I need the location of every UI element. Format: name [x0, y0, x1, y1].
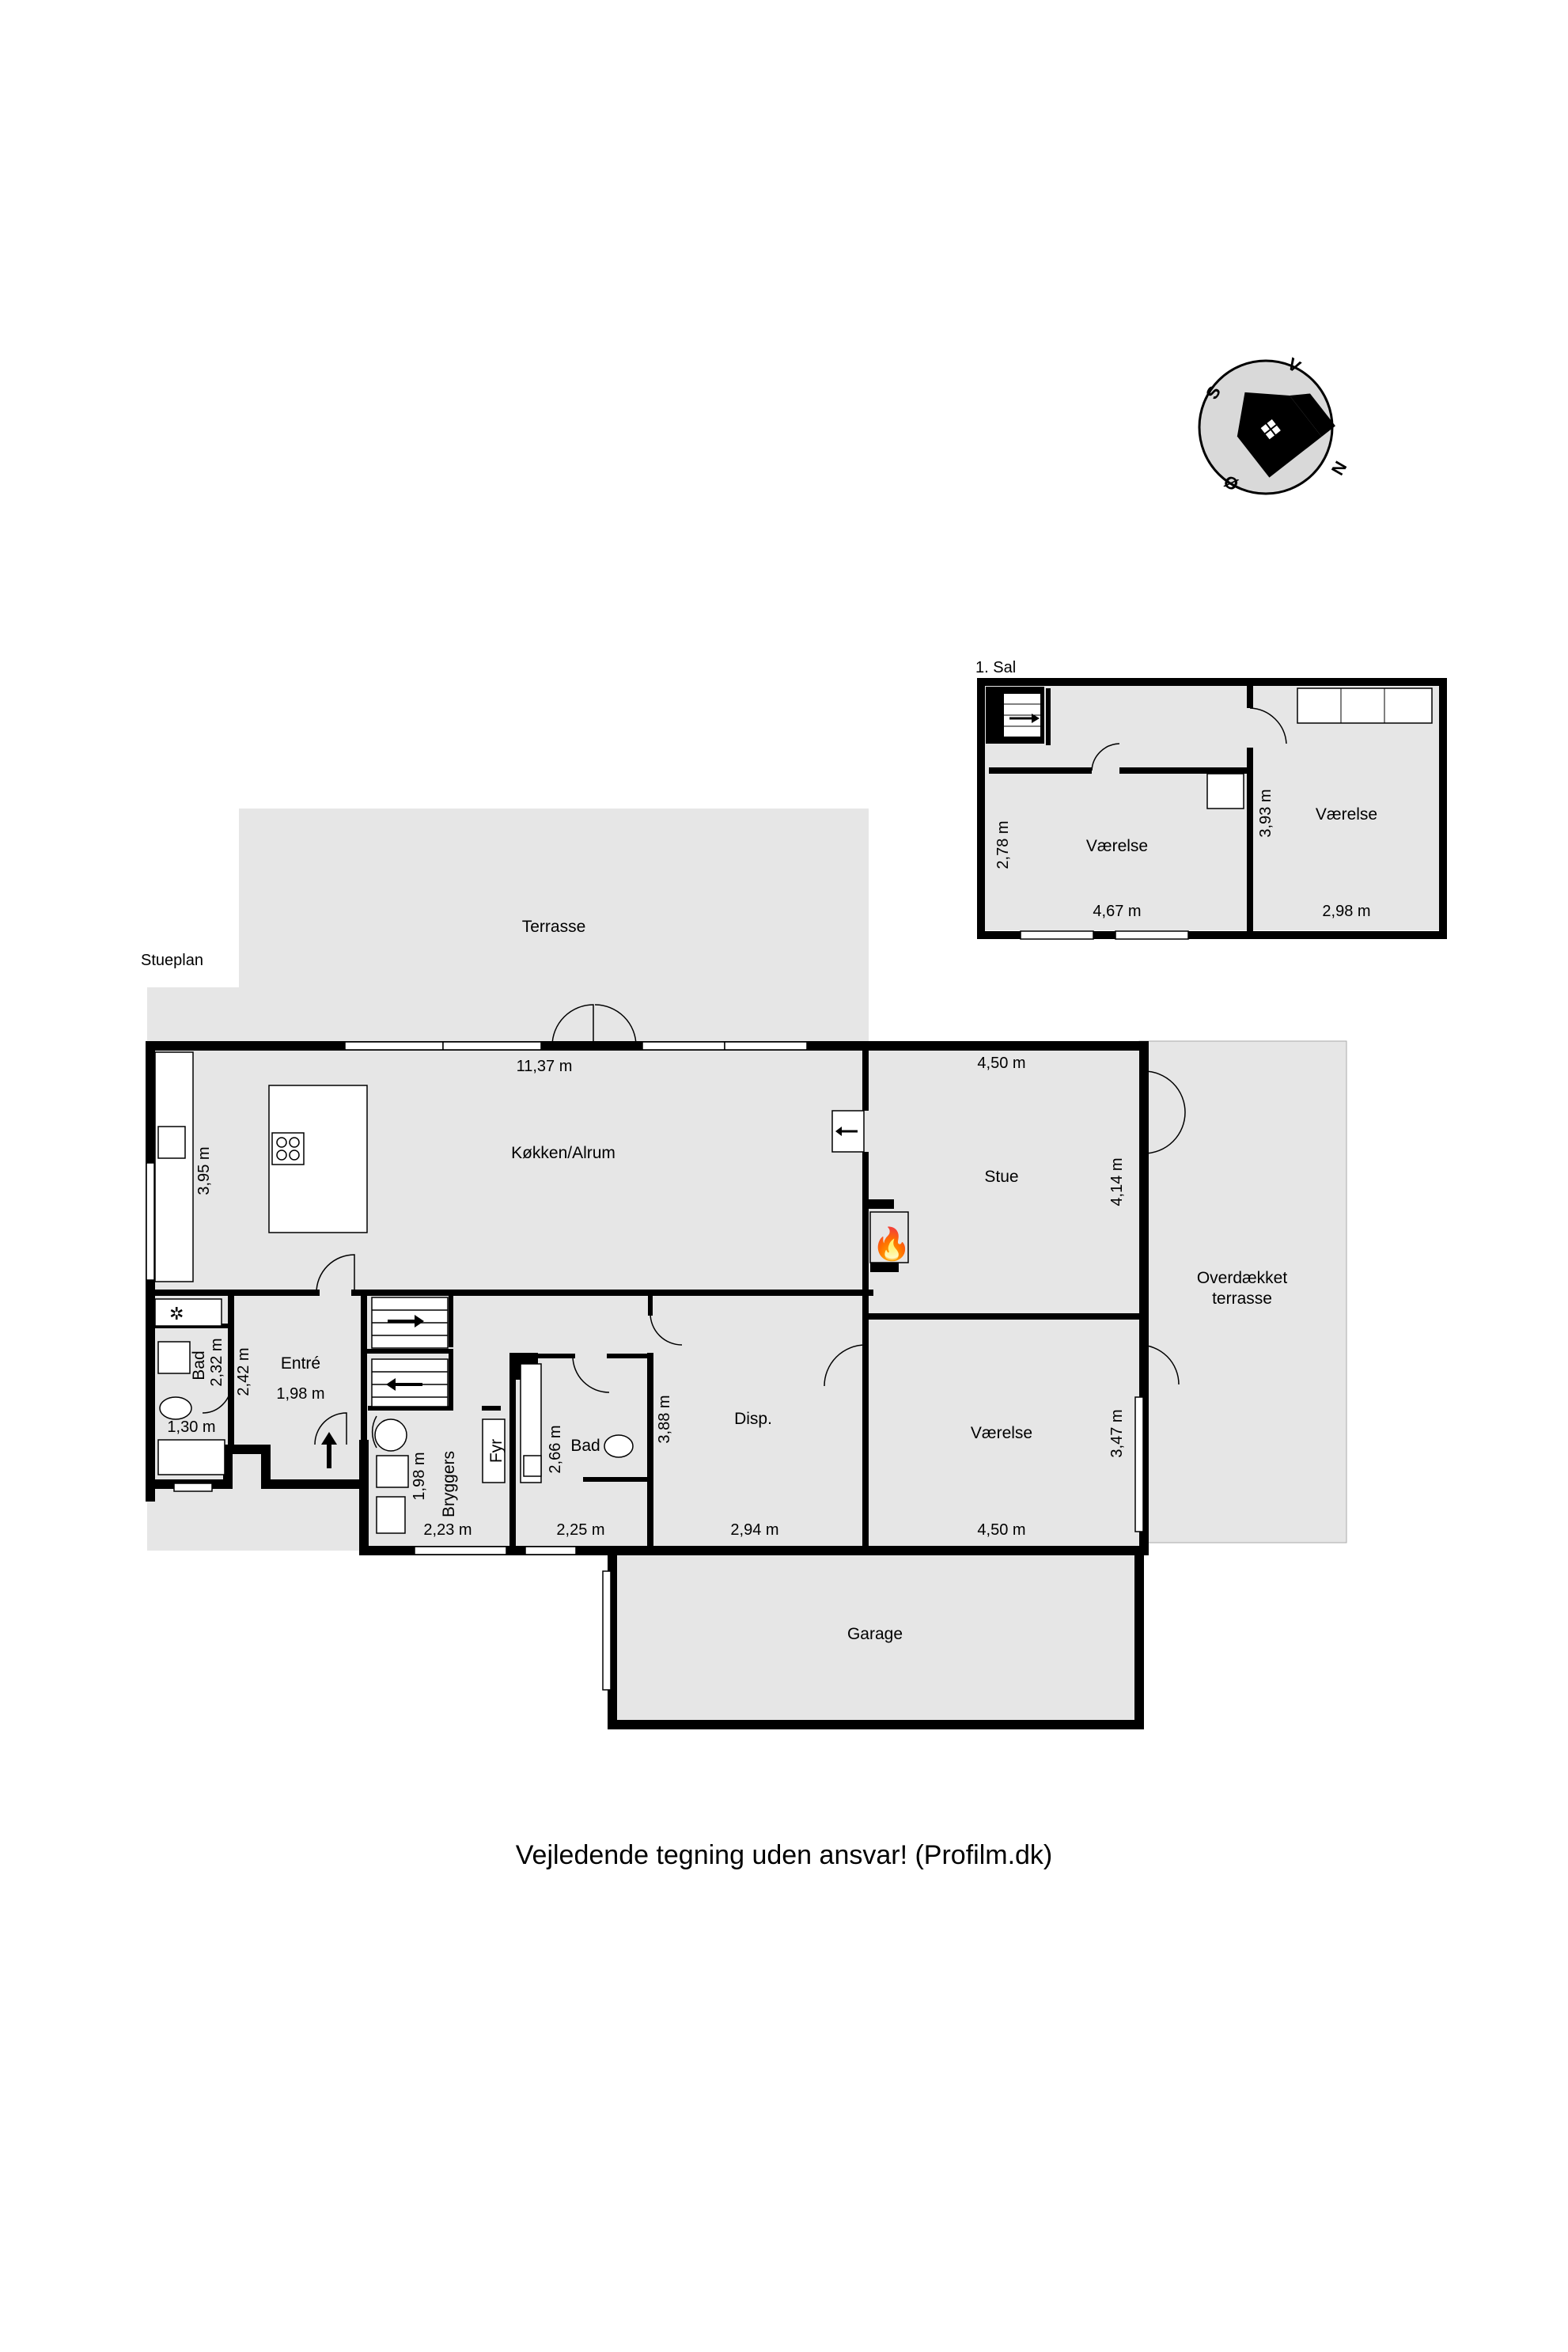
dim-bedroom-width: 4,50 m: [977, 1521, 1025, 1539]
room-stue-label: Stue: [984, 1168, 1018, 1186]
room-bath-small-label: Bad: [190, 1350, 208, 1380]
upper-floor-plan: 1. Sal Værelse 2,78 m 4,67 m Værel: [975, 659, 1447, 940]
dim-pantry-depth: 3,88 m: [656, 1395, 673, 1443]
room-boiler-label: Fyr: [487, 1439, 506, 1463]
room-kitchen-label: Køkken/Alrum: [511, 1144, 615, 1162]
windows: [146, 1041, 1144, 1691]
doors: [202, 1004, 1186, 1449]
dim-bath-small-width: 1,30 m: [167, 1418, 215, 1436]
room-covered-terrace-label-2: terrasse: [1212, 1290, 1272, 1308]
dim-entry-width: 1,98 m: [276, 1385, 324, 1403]
dim-bath-depth: 2,66 m: [547, 1425, 564, 1473]
upper-room-2-label: Værelse: [1316, 805, 1377, 824]
dim-living-width: 4,50 m: [977, 1055, 1025, 1072]
sink-icon: [157, 1126, 186, 1159]
dim-living-depth: 4,14 m: [1108, 1157, 1126, 1206]
upper-floor-title: 1. Sal: [975, 659, 1016, 676]
room-covered-terrace-label-1: Overdækket: [1197, 1269, 1288, 1287]
dim-utility-width: 2,23 m: [423, 1521, 472, 1539]
room-terrasse-label: Terrasse: [522, 918, 586, 936]
fireplace-icon: 🔥: [872, 1225, 911, 1262]
dim-utility-depth: 1,98 m: [411, 1452, 428, 1500]
room-bath-label: Bad: [570, 1437, 600, 1455]
room-pantry-label: Disp.: [734, 1410, 772, 1428]
dim-bedroom-depth: 3,47 m: [1108, 1409, 1126, 1457]
disclaimer-note: Vejledende tegning uden ansvar! (Profilm…: [516, 1840, 1053, 1870]
ground-floor-title: Stueplan: [141, 952, 203, 969]
upper-room-2-depth: 3,93 m: [1257, 789, 1274, 837]
ground-floor-plan: Stueplan: [141, 809, 1347, 1729]
compass-north-label: N: [1327, 458, 1351, 479]
room-utility-label: Bryggers: [440, 1451, 458, 1517]
dim-kitchen-depth: 3,95 m: [195, 1146, 213, 1195]
dim-entry-depth: 2,42 m: [235, 1347, 252, 1396]
upper-room-1-label: Værelse: [1086, 837, 1148, 855]
snowflake-icon: ✲: [169, 1304, 184, 1324]
dim-bath-small-depth: 2,32 m: [208, 1338, 225, 1386]
room-entry-label: Entré: [281, 1354, 320, 1373]
upper-room-1-width: 4,67 m: [1093, 903, 1141, 920]
cooktop-icon: [271, 1132, 305, 1165]
upper-room-2-width: 2,98 m: [1322, 903, 1370, 920]
room-garage-label: Garage: [847, 1625, 903, 1643]
compass-house-icon: [1237, 392, 1335, 478]
compass: S V N Ø: [1198, 354, 1351, 495]
upper-room-1-depth: 2,78 m: [994, 820, 1012, 869]
room-bedroom-label: Værelse: [971, 1424, 1032, 1442]
dim-bath-width: 2,25 m: [556, 1521, 604, 1539]
dim-pantry-width: 2,94 m: [730, 1521, 778, 1539]
kitchen-island: [268, 1085, 368, 1233]
dim-kitchen-width: 11,37 m: [517, 1058, 573, 1075]
